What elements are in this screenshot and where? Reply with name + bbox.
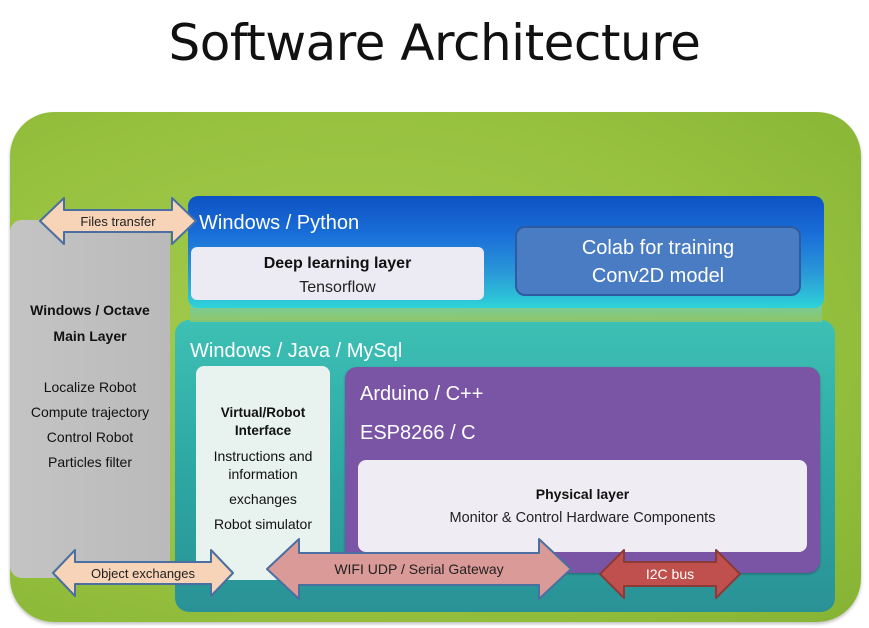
physical-layer-box	[358, 460, 807, 552]
octave-header-line2: Main Layer	[53, 328, 127, 344]
octave-item: Compute trajectory	[30, 404, 150, 420]
virtual-title-line2: Interface	[234, 423, 292, 438]
files-transfer-label: Files transfer	[80, 214, 156, 229]
wifi-gateway-arrow	[266, 538, 572, 600]
files-transfer-arrow	[39, 197, 197, 245]
virtual-title-line1: Virtual/Robot	[220, 405, 306, 420]
arduino-line2: ESP8266 / C	[360, 422, 476, 444]
object-exchanges-label: Object exchanges	[90, 566, 196, 581]
octave-header-line1: Windows / Octave	[30, 302, 150, 318]
i2c-bus-arrow	[599, 549, 741, 599]
octave-item: Control Robot	[46, 429, 134, 445]
octave-main-layer	[10, 220, 170, 578]
wifi-gateway-label: WIFI UDP / Serial Gateway	[334, 561, 504, 577]
octave-item: Particles filter	[47, 454, 133, 470]
page-title: Software Architecture	[168, 14, 701, 72]
colab-box: Colab for training Conv2D model	[515, 226, 801, 296]
object-exchanges-arrow	[52, 549, 234, 597]
deep-learning-subtitle: Tensorflow	[299, 279, 376, 296]
colab-line: Conv2D model	[591, 265, 725, 287]
java-header: Windows / Java / MySql	[190, 340, 403, 362]
physical-subtitle: Monitor & Control Hardware Components	[449, 510, 716, 526]
i2c-bus-label: I2C bus	[645, 566, 695, 582]
virtual-robot-interface	[196, 366, 330, 580]
virtual-item: exchanges	[229, 491, 297, 507]
deep-learning-title: Deep learning layer	[263, 255, 412, 272]
virtual-item: Instructions and	[213, 448, 313, 464]
colab-line: Colab for training	[581, 237, 735, 259]
python-header: Windows / Python	[199, 212, 360, 234]
deep-learning-box	[191, 247, 484, 300]
virtual-item: information	[228, 466, 298, 482]
physical-title: Physical layer	[535, 486, 630, 502]
virtual-item: Robot simulator	[213, 516, 313, 532]
arduino-line1: Arduino / C++	[360, 383, 484, 405]
octave-item: Localize Robot	[43, 379, 137, 395]
